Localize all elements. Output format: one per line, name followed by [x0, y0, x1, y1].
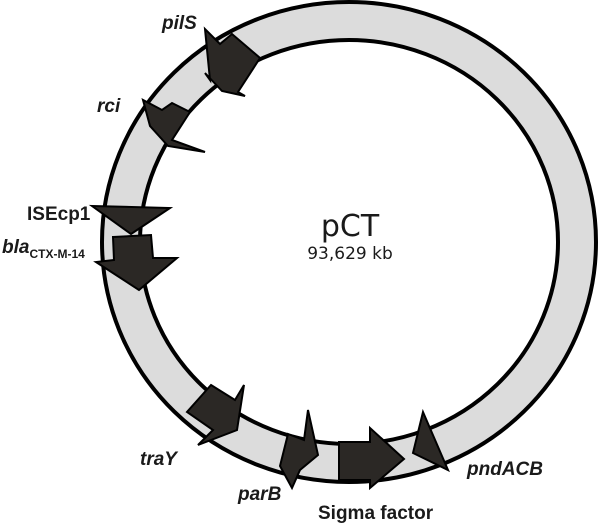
gene-ISEcp1-arrow	[88, 204, 174, 236]
gene-label-blaCTX-M-14: blaCTX-M-14	[2, 237, 85, 260]
gene-sigma-factor-arrow	[338, 425, 406, 491]
gene-label-traY: traY	[140, 449, 177, 470]
gene-rci-arrow	[141, 98, 206, 153]
gene-label-parB: parB	[238, 484, 282, 505]
gene-pndACB-arrow	[411, 408, 450, 473]
plasmid-ring	[100, 0, 598, 484]
gene-pilS-arrow	[203, 26, 262, 97]
plasmid-size: 93,629 kb	[307, 244, 393, 264]
gene-label-pilS: pilS	[162, 13, 197, 34]
gene-label-ISEcp1: ISEcp1	[27, 204, 91, 225]
gene-label-sigma-factor: Sigma factor	[318, 503, 434, 524]
gene-label-pndACB: pndACB	[467, 459, 543, 480]
gene-label-rci: rci	[97, 96, 121, 117]
gene-label-bla: bla	[2, 237, 30, 258]
gene-blaCTX-M-14-arrow	[93, 233, 180, 292]
gene-label-bla-subscript: CTX-M-14	[29, 247, 85, 261]
plasmid-name: pCT	[320, 209, 380, 244]
gene-traY-arrow	[185, 383, 245, 446]
gene-parB-arrow	[278, 409, 320, 491]
